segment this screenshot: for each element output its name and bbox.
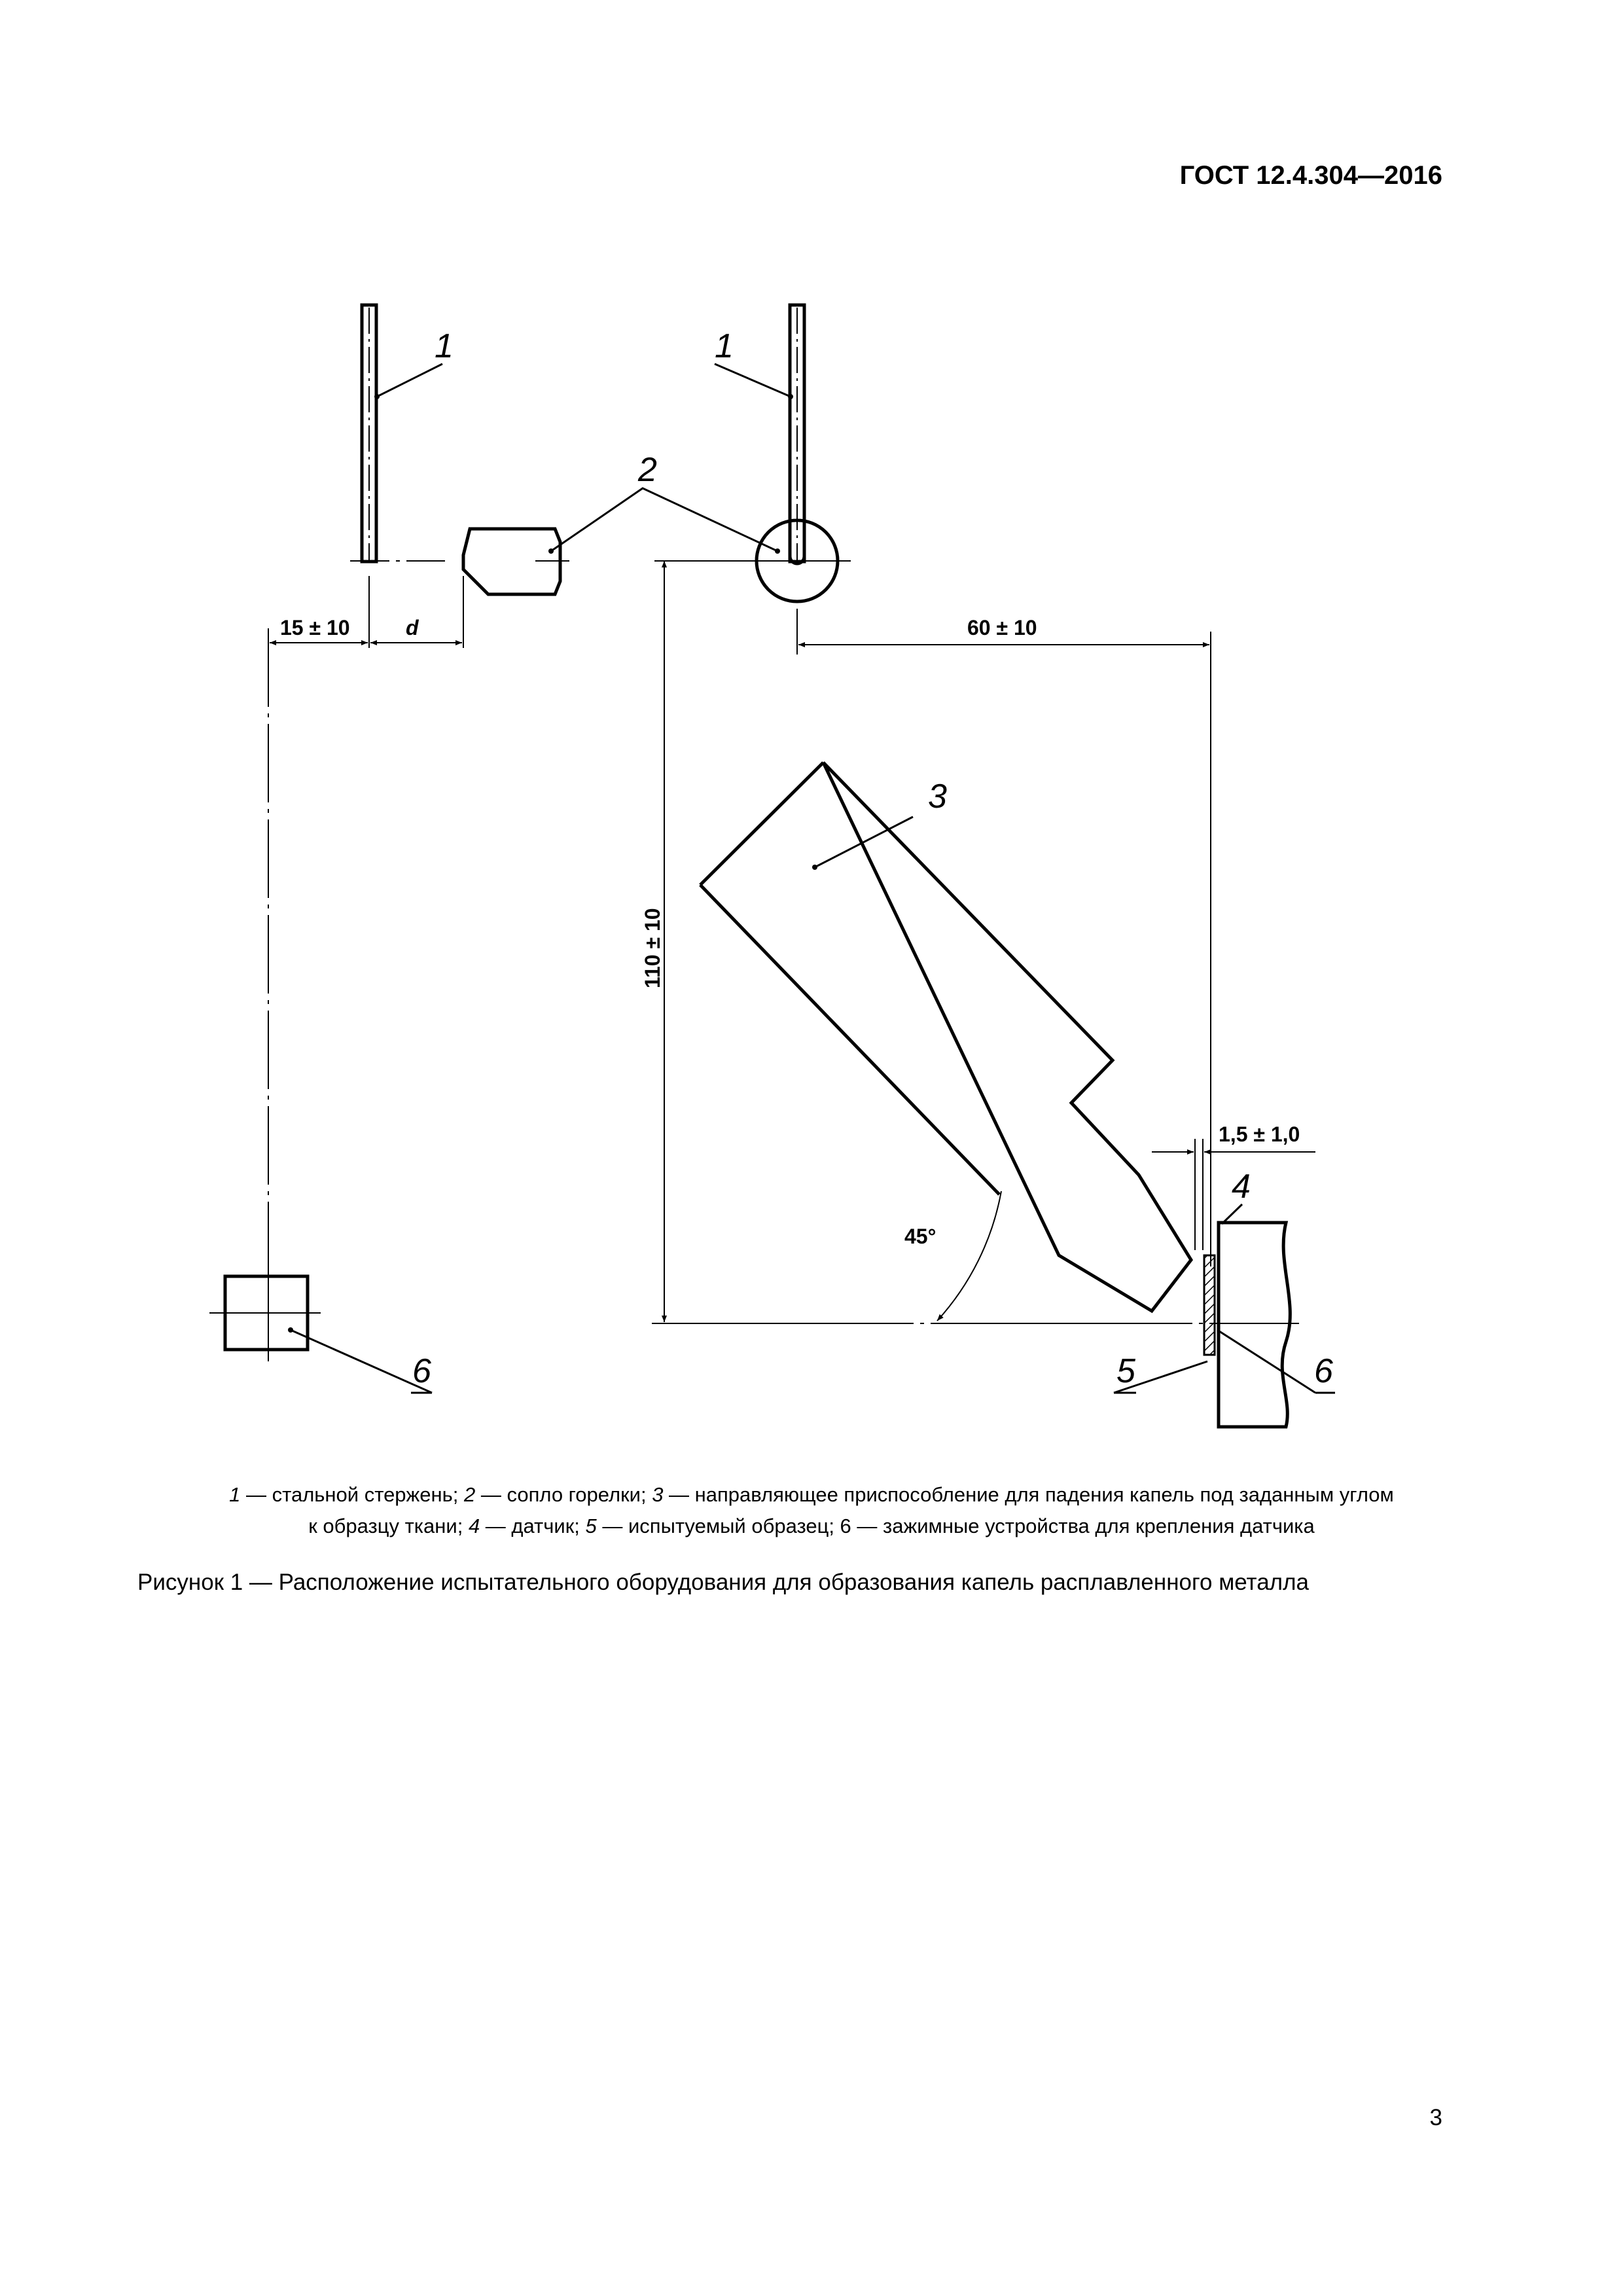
label-sensor: 4 [1232,1168,1251,1206]
dim-horizontal: 60 ± 10 [967,616,1037,639]
label-rod-right: 1 [715,327,734,365]
drop-guide [821,761,1194,1314]
label-clamp-left: 6 [412,1352,431,1390]
figure-title: Рисунок 1 — Расположение испытательного … [137,1570,1309,1595]
standard-header: ГОСТ 12.4.304—2016 [1179,161,1442,190]
burner-nozzle [461,527,562,596]
label-nozzle: 2 [637,451,657,489]
dim-left-offset: 15 ± 10 [280,616,350,639]
sensor [1217,1221,1292,1429]
label-guide: 3 [928,778,947,816]
label-rod-left: 1 [435,327,454,365]
equipment-diagram: 1 1 2 3 4 5 6 6 15 ± 10 d 60 ± 10 1,5 ± … [209,303,1335,1429]
legend-line-2: к образцу ткани; 4 — датчик; 5 — испытуе… [308,1515,1315,1537]
dim-vertical: 110 ± 10 [641,908,664,988]
label-sample: 5 [1116,1352,1136,1390]
label-clamp-right: 6 [1314,1352,1333,1390]
legend-line-1: 1 — стальной стержень; 2 — сопло горелки… [229,1483,1394,1506]
test-sample [1203,1254,1216,1356]
dim-angle: 45° [904,1225,936,1248]
page-number: 3 [1429,2105,1442,2130]
dim-nozzle-gap: d [406,616,419,639]
dim-sample-gap: 1,5 ± 1,0 [1219,1122,1300,1146]
